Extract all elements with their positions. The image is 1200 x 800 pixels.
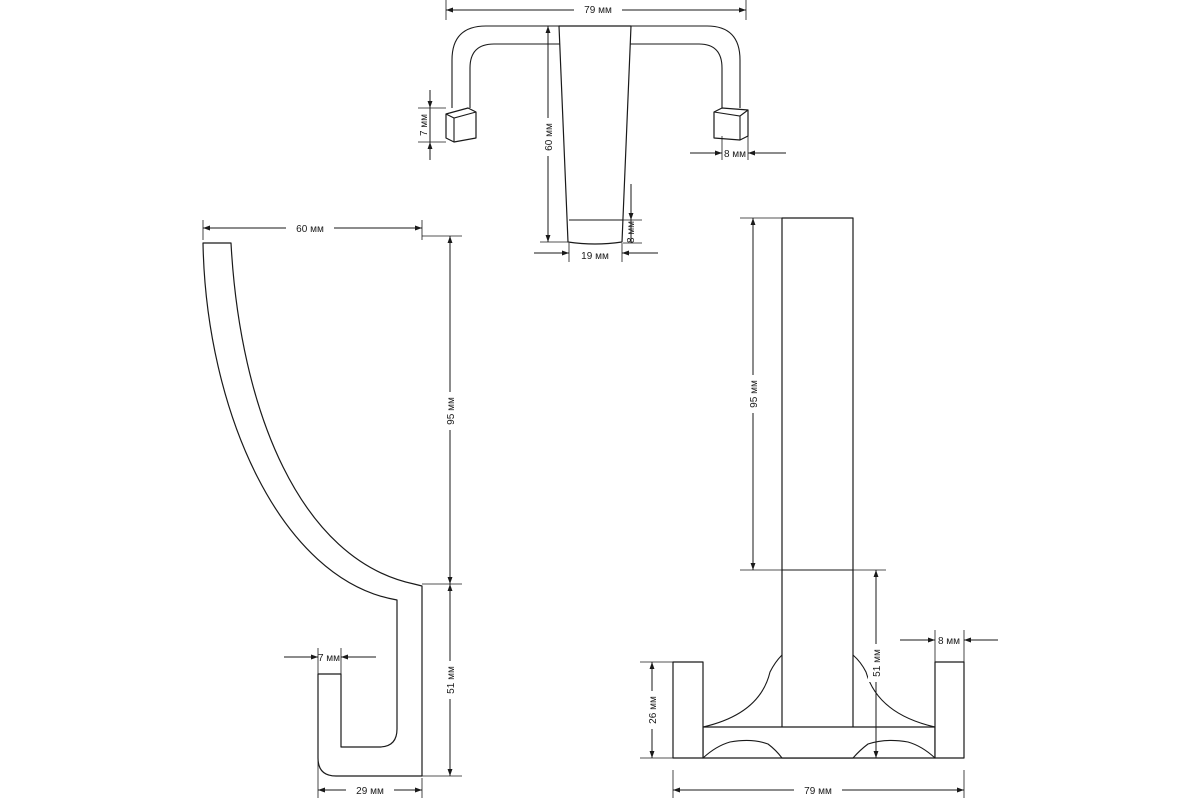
label-side-lower: 51 мм xyxy=(446,666,457,694)
dim-side-thickness: 7 мм xyxy=(284,648,376,674)
label-tip-width: 19 мм xyxy=(581,251,609,262)
top-view: 79 мм 60 мм 7 мм 8 мм xyxy=(418,0,786,262)
dim-front-lower: 51 мм xyxy=(853,569,886,759)
label-top-width: 79 мм xyxy=(584,5,612,16)
front-column xyxy=(781,217,854,759)
top-arm xyxy=(558,25,632,245)
dim-side-base: 29 мм xyxy=(317,760,423,798)
label-post-width: 8 мм xyxy=(724,149,746,160)
label-side-base: 29 мм xyxy=(356,786,384,797)
dim-post-height: 7 мм xyxy=(418,90,446,160)
front-base-bar xyxy=(702,726,936,759)
label-top-depth: 60 мм xyxy=(544,123,555,151)
label-side-upper: 95 мм xyxy=(446,397,457,425)
dim-tip-width: 19 мм xyxy=(534,243,658,262)
side-hook-profile xyxy=(202,242,423,777)
dim-top-width: 79 мм xyxy=(445,0,747,20)
dim-front-width: 79 мм xyxy=(672,770,965,798)
label-tip-depth: 8 мм xyxy=(626,221,637,243)
front-hook-left xyxy=(672,661,704,759)
label-front-hook-height: 26 мм xyxy=(648,696,659,724)
label-post-height: 7 мм xyxy=(419,114,430,136)
label-side-projection: 60 мм xyxy=(296,224,324,235)
label-front-hook-width: 8 мм xyxy=(938,636,960,647)
dim-side-projection: 60 мм xyxy=(202,220,423,240)
label-side-thickness: 7 мм xyxy=(318,653,340,664)
dim-front-hook-height: 26 мм xyxy=(640,661,673,759)
dim-side-lower: 51 мм xyxy=(422,584,462,777)
side-view: 60 мм 95 мм 51 мм 7 мм xyxy=(202,220,462,798)
top-post-left xyxy=(445,107,477,143)
label-front-upper: 95 мм xyxy=(749,380,760,408)
dim-front-upper: 95 мм xyxy=(740,217,782,571)
label-front-width: 79 мм xyxy=(804,786,832,797)
front-hook-right xyxy=(934,661,965,759)
dim-top-depth: 60 мм xyxy=(540,25,568,243)
front-view: 95 мм 51 мм 26 мм 8 мм xyxy=(640,217,998,798)
dim-post-width: 8 мм xyxy=(690,136,786,160)
dim-side-upper: 95 мм xyxy=(422,235,462,585)
label-front-lower: 51 мм xyxy=(872,649,883,677)
top-post-right xyxy=(713,107,749,141)
dim-front-hook-width: 8 мм xyxy=(900,630,998,662)
dim-tip-depth: 8 мм xyxy=(623,184,642,244)
